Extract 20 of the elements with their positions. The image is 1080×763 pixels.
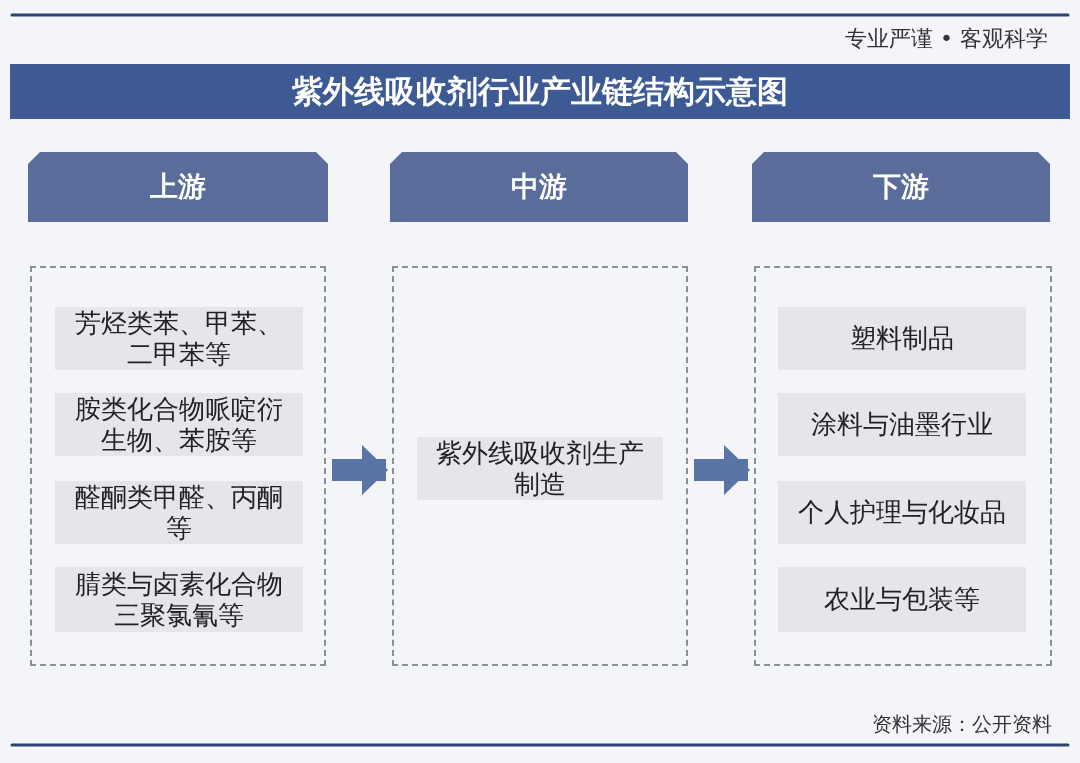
source-note: 资料来源：公开资料 — [872, 711, 1052, 738]
title-bar: 紫外线吸收剂行业产业链结构示意图 — [10, 64, 1070, 119]
stage-header: 下游 — [752, 152, 1050, 222]
item-box: 腈类与卤素化合物三聚氯氰等 — [55, 567, 303, 632]
item-box: 农业与包装等 — [778, 567, 1026, 632]
item-box: 个人护理与化妆品 — [778, 481, 1026, 544]
item-box: 塑料制品 — [778, 307, 1026, 370]
dashed-frame — [754, 266, 1052, 666]
arrow — [332, 445, 388, 495]
stage-header: 上游 — [28, 152, 328, 222]
slogan: 专业严谨 • 客观科学 — [845, 25, 1048, 53]
stage-header: 中游 — [390, 152, 688, 222]
item-box: 芳烃类苯、甲苯、二甲苯等 — [55, 307, 303, 370]
item-box: 胺类化合物哌啶衍生物、苯胺等 — [55, 393, 303, 456]
item-box: 醛酮类甲醛、丙酮等 — [55, 481, 303, 544]
arrow — [694, 445, 750, 495]
item-box: 涂料与油墨行业 — [778, 393, 1026, 456]
item-box: 紫外线吸收剂生产制造 — [417, 437, 663, 500]
dashed-frame — [392, 266, 688, 666]
dashed-frame — [30, 266, 326, 666]
